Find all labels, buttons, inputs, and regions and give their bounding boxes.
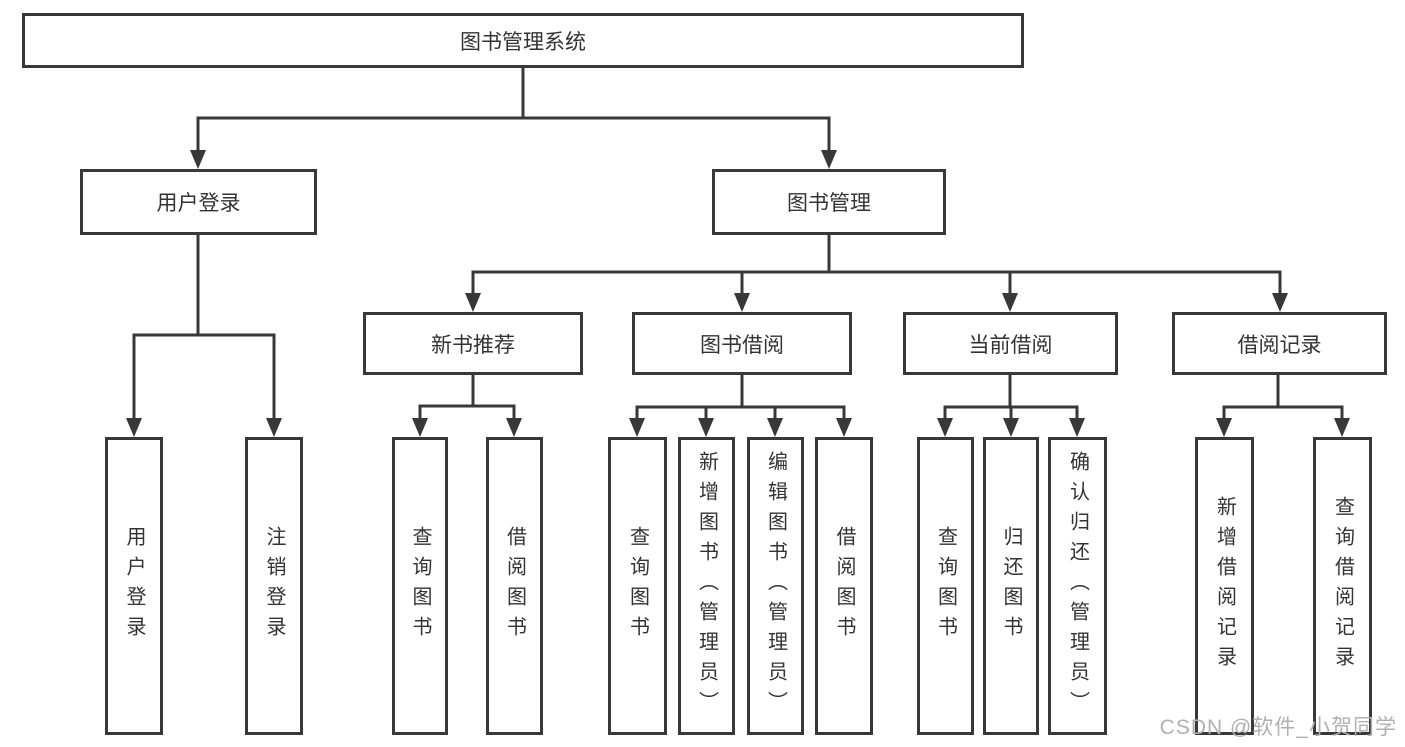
- arrowhead: [821, 150, 837, 169]
- arrowhead: [836, 418, 852, 437]
- arrowhead: [412, 418, 428, 437]
- connector-book-mgmt-to-level3: [471, 233, 1282, 297]
- leaf-borrow-books: 借阅图书: [815, 437, 873, 735]
- leaf-label: 借阅图书: [503, 526, 526, 646]
- leaf-label: 查询图书: [626, 526, 649, 646]
- leaf-add-books-admin: 新增图书（管理员）: [678, 437, 735, 735]
- leaf-edit-books-admin: 编辑图书（管理员）: [747, 437, 804, 735]
- connector-root-to-level2-arrowheads: [190, 150, 837, 169]
- arrowhead: [126, 418, 142, 437]
- leaf-query-books-borrowing: 查询图书: [608, 437, 667, 735]
- arrowhead: [937, 418, 953, 437]
- node-current-borrowing: 当前借阅: [903, 312, 1118, 375]
- leaf-logout: 注销登录: [245, 437, 303, 735]
- leaf-borrow-books-recommend: 借阅图书: [486, 437, 543, 735]
- arrowhead: [767, 418, 783, 437]
- leaf-label: 新增图书（管理员）: [695, 451, 718, 721]
- arrowhead: [1334, 418, 1350, 437]
- node-new-book-recommend: 新书推荐: [363, 312, 583, 375]
- connector-book-borrow-arrowheads: [629, 418, 852, 437]
- arrowhead: [1003, 418, 1019, 437]
- connector-user-login-children: [132, 233, 276, 422]
- leaf-label: 查询图书: [409, 526, 431, 646]
- connector-current-borrow-children: [943, 373, 1079, 422]
- arrowhead: [506, 418, 522, 437]
- node-library-system: 图书管理系统: [22, 13, 1024, 68]
- leaf-label: 查询借阅记录: [1331, 496, 1354, 676]
- connector-new-book-rec-arrowheads: [412, 418, 522, 437]
- node-book-borrowing: 图书借阅: [632, 312, 852, 375]
- node-user-login: 用户登录: [80, 169, 317, 235]
- leaf-label: 归还图书: [1000, 526, 1022, 646]
- leaf-confirm-return-admin: 确认归还（管理员）: [1048, 437, 1107, 735]
- leaf-label: 注销登录: [263, 526, 285, 646]
- arrowhead: [1069, 418, 1085, 437]
- node-book-management: 图书管理: [712, 169, 946, 235]
- leaf-return-books: 归还图书: [983, 437, 1039, 735]
- arrowhead: [629, 418, 645, 437]
- connector-book-borrow-children: [635, 373, 846, 422]
- connector-new-book-rec-children: [418, 373, 516, 422]
- connector-current-borrow-arrowheads: [937, 418, 1085, 437]
- arrowhead: [1002, 293, 1018, 312]
- leaf-label: 新增借阅记录: [1213, 496, 1236, 676]
- arrowhead: [734, 293, 750, 312]
- arrowhead: [190, 150, 206, 169]
- leaf-label: 查询图书: [934, 526, 957, 646]
- connector-borrow-record-children: [1222, 373, 1344, 422]
- leaf-label: 用户登录: [123, 526, 145, 646]
- arrowhead: [266, 418, 282, 437]
- leaf-query-books-recommend: 查询图书: [392, 437, 448, 735]
- leaf-label: 编辑图书（管理员）: [764, 451, 787, 721]
- leaf-user-login: 用户登录: [105, 437, 163, 735]
- leaf-label: 借阅图书: [833, 526, 855, 646]
- leaf-query-borrow-record: 查询借阅记录: [1313, 437, 1372, 735]
- connector-borrow-record-arrowheads: [1216, 418, 1350, 437]
- connector-book-mgmt-arrowheads: [465, 293, 1288, 312]
- arrowhead: [465, 293, 481, 312]
- connector-root-to-level2: [196, 66, 831, 154]
- leaf-label: 确认归还（管理员）: [1066, 451, 1089, 721]
- arrowhead: [1272, 293, 1288, 312]
- node-borrowing-records: 借阅记录: [1172, 312, 1387, 375]
- leaf-add-borrow-record: 新增借阅记录: [1195, 437, 1254, 735]
- leaf-query-books-current: 查询图书: [917, 437, 974, 735]
- arrowhead: [1216, 418, 1232, 437]
- csdn-watermark: CSDN @软件_小贺同学: [1159, 716, 1397, 739]
- connector-user-login-arrowheads: [126, 418, 282, 437]
- arrowhead: [698, 418, 714, 437]
